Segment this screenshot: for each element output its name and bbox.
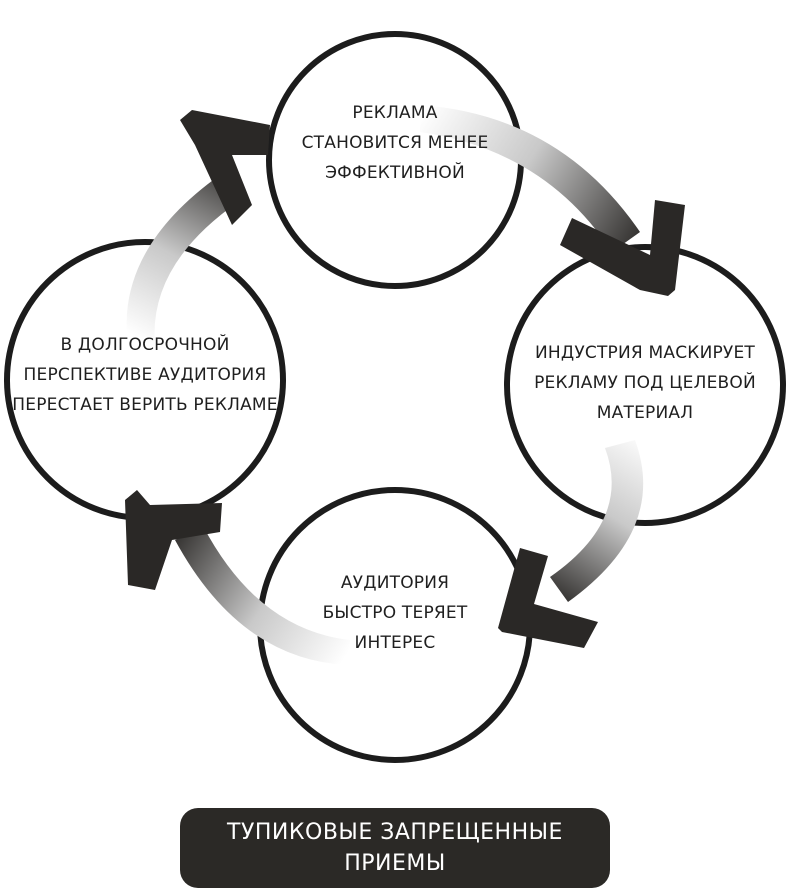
labels-layer: РЕКЛАМА СТАНОВИТСЯ МЕНЕЕ ЭФФЕКТИВНОЙ ИНДУСТ… <box>12 103 756 653</box>
arrow-head-top-to-right <box>560 200 685 296</box>
cycle-node-top <box>266 31 524 289</box>
node-bottom-label-line-1: АУДИТОРИЯ <box>341 573 449 593</box>
node-right-label-line-3: МАТЕРИАЛ <box>597 403 693 423</box>
arrow-head-left-to-top <box>180 110 270 225</box>
arrow-body-left-to-top <box>126 175 238 345</box>
arrow-head-right-to-bottom <box>498 548 598 648</box>
arrow-body-right-to-bottom <box>550 440 644 602</box>
arrow-top-to-right <box>420 105 685 296</box>
node-left-label-line-2: ПЕРСПЕКТИВЕ АУДИТОРИЯ <box>24 365 267 385</box>
node-top-label-line-3: ЭФФЕКТИВНОЙ <box>325 161 465 183</box>
node-right-label-line-1: ИНДУСТРИЯ МАСКИРУЕТ <box>535 343 755 363</box>
node-left-label-line-1: В ДОЛГОСРОЧНОЙ <box>60 333 229 355</box>
cycle-node-bottom <box>257 487 533 763</box>
node-bottom-label-line-3: ИНТЕРЕС <box>355 633 436 653</box>
cycle-node-right <box>504 244 786 526</box>
circles-layer <box>4 31 786 763</box>
footer-title-line-1: ТУПИКОВЫЕ ЗАПРЕЩЕННЫЕ <box>227 820 563 845</box>
node-top-label-line-2: СТАНОВИТСЯ МЕНЕЕ <box>302 133 489 153</box>
arrow-bottom-to-left <box>125 490 350 665</box>
arrows-layer <box>125 105 685 665</box>
node-right-label-line-2: РЕКЛАМУ ПОД ЦЕЛЕВОЙ <box>534 371 756 393</box>
arrow-right-to-bottom <box>498 440 644 648</box>
node-bottom-label-line-2: БЫСТРО ТЕРЯЕТ <box>323 603 468 623</box>
node-left-label-line-3: ПЕРЕСТАЕТ ВЕРИТЬ РЕКЛАМЕ <box>12 395 277 415</box>
node-top-label-line-1: РЕКЛАМА <box>352 103 437 123</box>
arrow-body-top-to-right <box>420 105 640 252</box>
arrow-left-to-top <box>126 110 270 345</box>
arrow-head-bottom-to-left <box>125 490 222 590</box>
arrow-body-bottom-to-left <box>175 526 350 665</box>
footer-title-line-2: ПРИЕМЫ <box>344 851 446 876</box>
footer-badge: ТУПИКОВЫЕ ЗАПРЕЩЕННЫЕ ПРИЕМЫ <box>180 808 610 888</box>
